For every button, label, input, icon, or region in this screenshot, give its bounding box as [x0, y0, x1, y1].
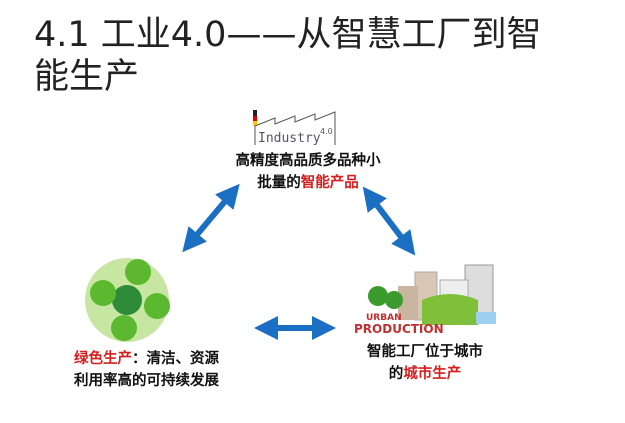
slide-title: 4.1 工业4.0——从智慧工厂到智 能生产	[34, 14, 614, 98]
svg-text:PRODUCTION: PRODUCTION	[354, 322, 444, 336]
industry-4-logo: Industry 4.0	[253, 110, 336, 146]
right-label: 智能工厂位于城市 的城市生产	[360, 341, 490, 385]
urban-production-image: URBAN PRODUCTION	[354, 264, 496, 336]
svg-text:URBAN: URBAN	[366, 313, 402, 323]
top-label-line-1: 高精度高品质多品种小	[235, 153, 381, 169]
right-label-line-1: 智能工厂位于城市	[367, 344, 483, 360]
title-line-2: 能生产	[34, 57, 140, 97]
svg-text:Industry: Industry	[258, 131, 321, 146]
svg-text:4.0: 4.0	[320, 127, 333, 136]
top-label-prefix: 批量的	[257, 175, 301, 191]
left-label-highlight: 绿色生产	[74, 351, 132, 367]
green-production-image	[85, 258, 170, 342]
arrow-top-left	[182, 183, 240, 253]
arrow-top-right	[362, 186, 416, 256]
left-label-rest: ：清洁、资源	[132, 351, 219, 367]
top-label: 高精度高品质多品种小 批量的智能产品	[228, 150, 388, 194]
title-line-1: 4.1 工业4.0——从智慧工厂到智	[34, 15, 542, 55]
right-label-highlight: 城市生产	[403, 366, 462, 382]
top-label-highlight: 智能产品	[300, 175, 359, 191]
right-label-prefix: 的	[388, 366, 404, 382]
left-label: 绿色生产：清洁、资源 利用率高的可持续发展	[74, 348, 219, 392]
left-label-line-2: 利用率高的可持续发展	[74, 373, 219, 389]
